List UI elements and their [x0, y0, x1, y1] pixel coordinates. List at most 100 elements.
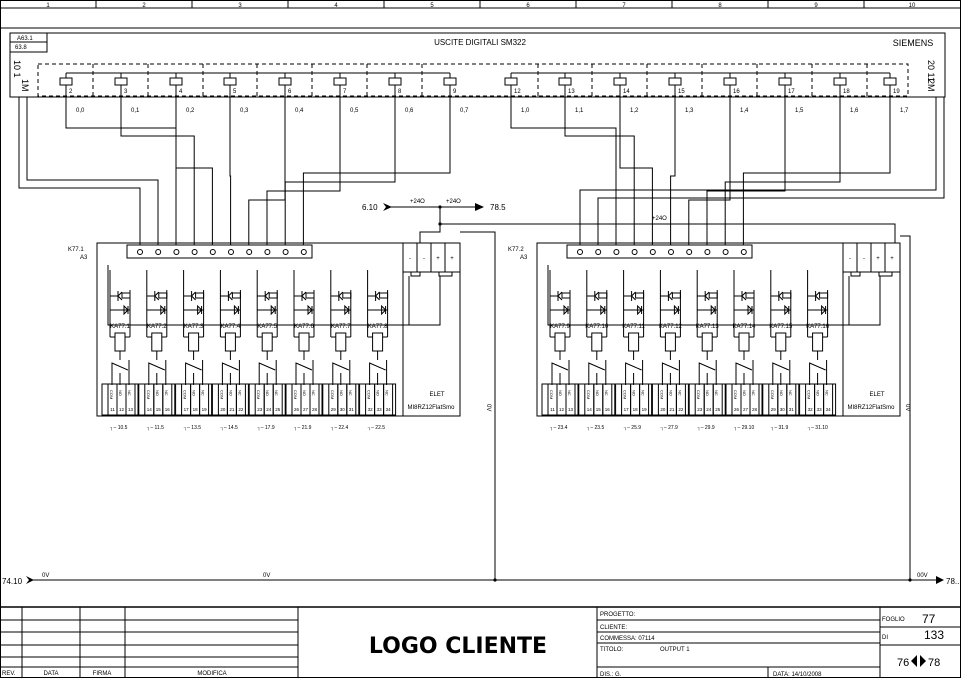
- output-terminal-number[interactable]: 23: [697, 407, 703, 412]
- cross-reference[interactable]: ┐– 22.5: [367, 425, 386, 431]
- output-terminal-number[interactable]: 12: [119, 407, 125, 412]
- cross-reference[interactable]: ┐– 14.5: [219, 425, 238, 431]
- output-terminal-number[interactable]: 17: [184, 407, 190, 412]
- plc-output-channel[interactable]: 30,1: [114, 64, 149, 114]
- relay-module-K77.1[interactable]: K77.1A3--++ELETMI8RZ12FlatSmoKA77.1COM11…: [68, 242, 461, 431]
- plc-output-channel[interactable]: 90,7: [443, 73, 469, 114]
- output-terminal-number[interactable]: 29: [331, 407, 337, 412]
- output-terminal-number[interactable]: 25: [275, 407, 281, 412]
- plc-output-channel[interactable]: 121,0: [504, 64, 539, 114]
- plc-output-channel[interactable]: 80,6: [388, 64, 423, 114]
- cross-reference[interactable]: ┐– 13.5: [183, 425, 202, 431]
- input-terminal[interactable]: [722, 249, 729, 255]
- input-terminal[interactable]: [246, 249, 253, 255]
- cross-reference[interactable]: ┐– 29.9: [696, 425, 715, 431]
- input-terminal[interactable]: [173, 249, 180, 255]
- output-terminal-number[interactable]: 21: [229, 407, 235, 412]
- output-terminal-number[interactable]: 28: [752, 407, 758, 412]
- plc-output-channel[interactable]: 60,4: [278, 64, 313, 114]
- input-terminal[interactable]: [631, 249, 638, 255]
- plc-output-channel[interactable]: 191,7: [883, 73, 909, 114]
- plc-output-channel[interactable]: 40,2: [169, 64, 204, 114]
- output-terminal-number[interactable]: 34: [386, 407, 392, 412]
- output-terminal-number[interactable]: 22: [238, 407, 244, 412]
- output-terminal-number[interactable]: 31: [349, 407, 355, 412]
- output-terminal-number[interactable]: 22: [678, 407, 684, 412]
- output-terminal-number[interactable]: 30: [340, 407, 346, 412]
- output-terminal-number[interactable]: 20: [220, 407, 226, 412]
- input-terminal[interactable]: [740, 249, 747, 255]
- input-terminal[interactable]: [668, 249, 674, 255]
- output-terminal-number[interactable]: 29: [771, 407, 777, 412]
- plc-output-channel[interactable]: 20,0: [59, 64, 94, 114]
- output-terminal-number[interactable]: 27: [303, 407, 309, 412]
- input-terminal[interactable]: [191, 249, 198, 255]
- plc-output-channel[interactable]: 50,3: [223, 64, 258, 114]
- cross-reference[interactable]: ┐– 23.5: [586, 425, 605, 431]
- plc-output-channel[interactable]: 70,5: [333, 64, 368, 114]
- output-terminal-number[interactable]: 15: [596, 407, 602, 412]
- output-terminal-number[interactable]: 25: [715, 407, 721, 412]
- output-terminal-number[interactable]: 26: [734, 407, 740, 412]
- cross-reference[interactable]: ┐– 10.5: [109, 425, 128, 431]
- input-terminal[interactable]: [300, 249, 307, 255]
- output-terminal-number[interactable]: 16: [165, 407, 171, 412]
- input-terminal[interactable]: [595, 249, 602, 255]
- input-terminal[interactable]: [155, 249, 162, 255]
- output-terminal-number[interactable]: 19: [202, 407, 208, 412]
- input-terminal[interactable]: [282, 249, 289, 255]
- plc-output-channel[interactable]: 171,5: [778, 64, 813, 114]
- output-terminal-number[interactable]: 26: [294, 407, 300, 412]
- output-terminal-number[interactable]: 13: [568, 407, 574, 412]
- output-terminal-number[interactable]: 14: [147, 407, 153, 412]
- plc-output-channel[interactable]: 141,2: [613, 64, 648, 114]
- input-terminal[interactable]: [686, 249, 693, 255]
- output-terminal-number[interactable]: 20: [660, 407, 666, 412]
- input-terminal[interactable]: [137, 249, 143, 255]
- output-terminal-number[interactable]: 30: [780, 407, 786, 412]
- output-terminal-number[interactable]: 24: [706, 407, 712, 412]
- cross-reference[interactable]: ┐– 21.9: [293, 425, 312, 431]
- output-terminal-number[interactable]: 23: [257, 407, 263, 412]
- output-terminal-number[interactable]: 18: [633, 407, 639, 412]
- output-terminal-number[interactable]: 24: [266, 407, 272, 412]
- input-terminal[interactable]: [613, 249, 620, 255]
- input-terminal[interactable]: [209, 249, 216, 255]
- output-terminal-number[interactable]: 17: [624, 407, 630, 412]
- input-terminal[interactable]: [649, 249, 656, 255]
- output-terminal-number[interactable]: 13: [128, 407, 134, 412]
- output-terminal-number[interactable]: 12: [559, 407, 565, 412]
- output-terminal-number[interactable]: 32: [368, 407, 374, 412]
- next-page-number[interactable]: 78: [928, 657, 940, 669]
- output-terminal-number[interactable]: 14: [587, 407, 593, 412]
- output-terminal-number[interactable]: 11: [110, 407, 115, 412]
- relay-module-K77.2[interactable]: K77.2A3--++ELETMI8RZ12FlatSmoKA77.9COM11…: [508, 242, 901, 431]
- prev-page-number[interactable]: 76: [897, 657, 909, 669]
- output-terminal-number[interactable]: 11: [550, 407, 555, 412]
- cross-reference[interactable]: ┐– 23.4: [549, 425, 568, 431]
- cross-reference[interactable]: ┐– 25.9: [623, 425, 642, 431]
- output-terminal-number[interactable]: 32: [808, 407, 814, 412]
- output-terminal-number[interactable]: 31: [789, 407, 795, 412]
- plc-output-channel[interactable]: 161,4: [723, 64, 758, 114]
- cross-reference[interactable]: ┐– 31.10: [807, 425, 828, 431]
- output-terminal-number[interactable]: 18: [193, 407, 199, 412]
- output-terminal-number[interactable]: 19: [642, 407, 648, 412]
- cross-reference[interactable]: ┐– 29.10: [733, 425, 754, 431]
- cross-reference[interactable]: ┐– 22.4: [330, 425, 349, 431]
- output-terminal-number[interactable]: 34: [826, 407, 832, 412]
- output-terminal-number[interactable]: 33: [377, 407, 383, 412]
- output-terminal-number[interactable]: 33: [817, 407, 823, 412]
- cross-reference[interactable]: ┐– 17.9: [256, 425, 275, 431]
